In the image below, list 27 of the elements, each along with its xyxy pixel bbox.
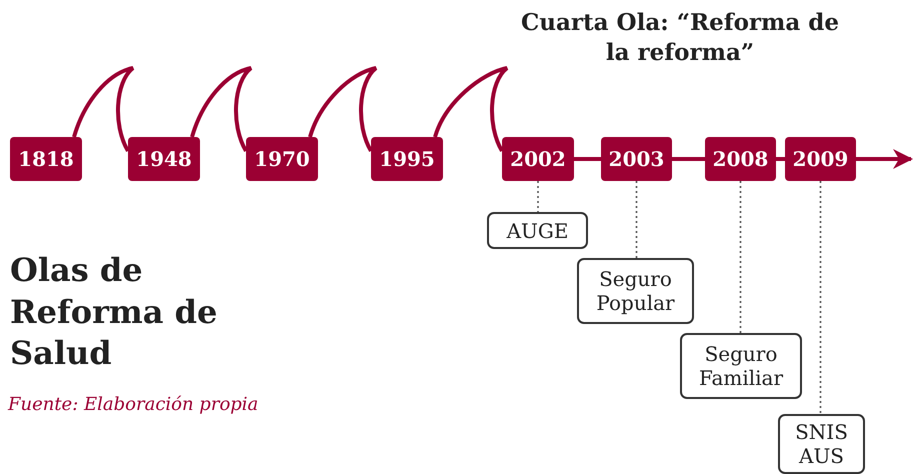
year-box: 1995 (371, 137, 443, 181)
dotted-connector (537, 181, 539, 212)
year-box: 1818 (10, 137, 82, 181)
wave-connector (433, 66, 509, 152)
wave-heading: Cuarta Ola: “Reforma de la reforma” (520, 8, 840, 68)
timeline-line (776, 157, 785, 161)
timeline-line (672, 157, 705, 161)
year-box: 1970 (246, 137, 318, 181)
timeline-line (574, 157, 601, 161)
dotted-connector (636, 181, 638, 258)
dotted-connector (740, 181, 742, 333)
program-box: Seguro Popular (577, 258, 694, 324)
year-box: 1948 (128, 137, 200, 181)
title: Olas de Reforma de Salud (10, 250, 218, 374)
year-box: 2008 (705, 137, 776, 181)
wave-connector (308, 66, 378, 152)
dotted-connector (820, 181, 822, 414)
program-box: SNIS AUS (778, 414, 865, 474)
wave-connector (190, 66, 253, 152)
year-box: 2009 (785, 137, 856, 181)
program-box: Seguro Familiar (680, 333, 802, 399)
caption: Fuente: Elaboración propia (8, 394, 258, 415)
arrow (856, 149, 913, 169)
program-box: AUGE (487, 212, 588, 249)
wave-connector (72, 66, 135, 152)
year-box: 2003 (601, 137, 672, 181)
year-box: 2002 (502, 137, 574, 181)
